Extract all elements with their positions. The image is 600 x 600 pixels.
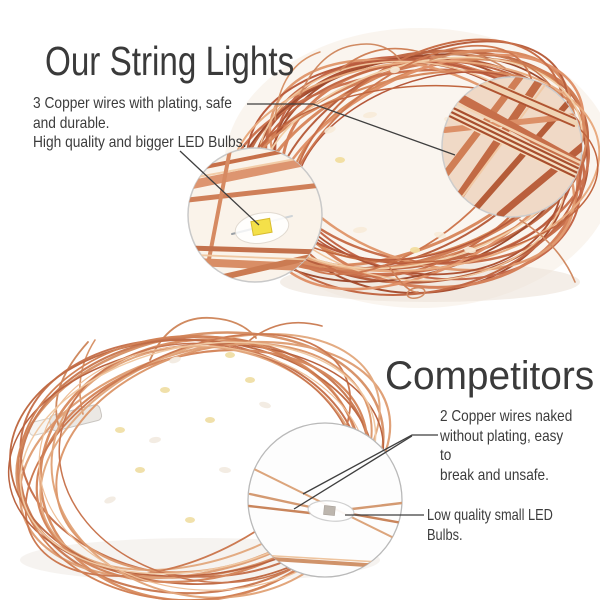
our-lights-title: Our String Lights [45,38,295,84]
our-wires-callout-label: 3 Copper wires with plating, safe and du… [33,95,232,132]
leader-big-led [179,150,260,226]
leader-competitor-wires-a [302,434,438,495]
competitors-title: Competitors [385,354,595,398]
magnifier-three-wire-cable [441,76,583,218]
magnifier-competitor-wires [247,422,403,578]
competitor-bulbs-callout-label: Low quality small LED Bulbs. [427,507,553,544]
competitor-wires-callout-label: 2 Copper wires naked without plating, ea… [440,408,573,484]
leader-competitor-wires-b [293,435,413,510]
callout-leader-lines [179,103,456,516]
leader-three-wire [247,103,456,156]
our-bulbs-callout-label: High quality and bigger LED Bulbs. [33,134,247,151]
